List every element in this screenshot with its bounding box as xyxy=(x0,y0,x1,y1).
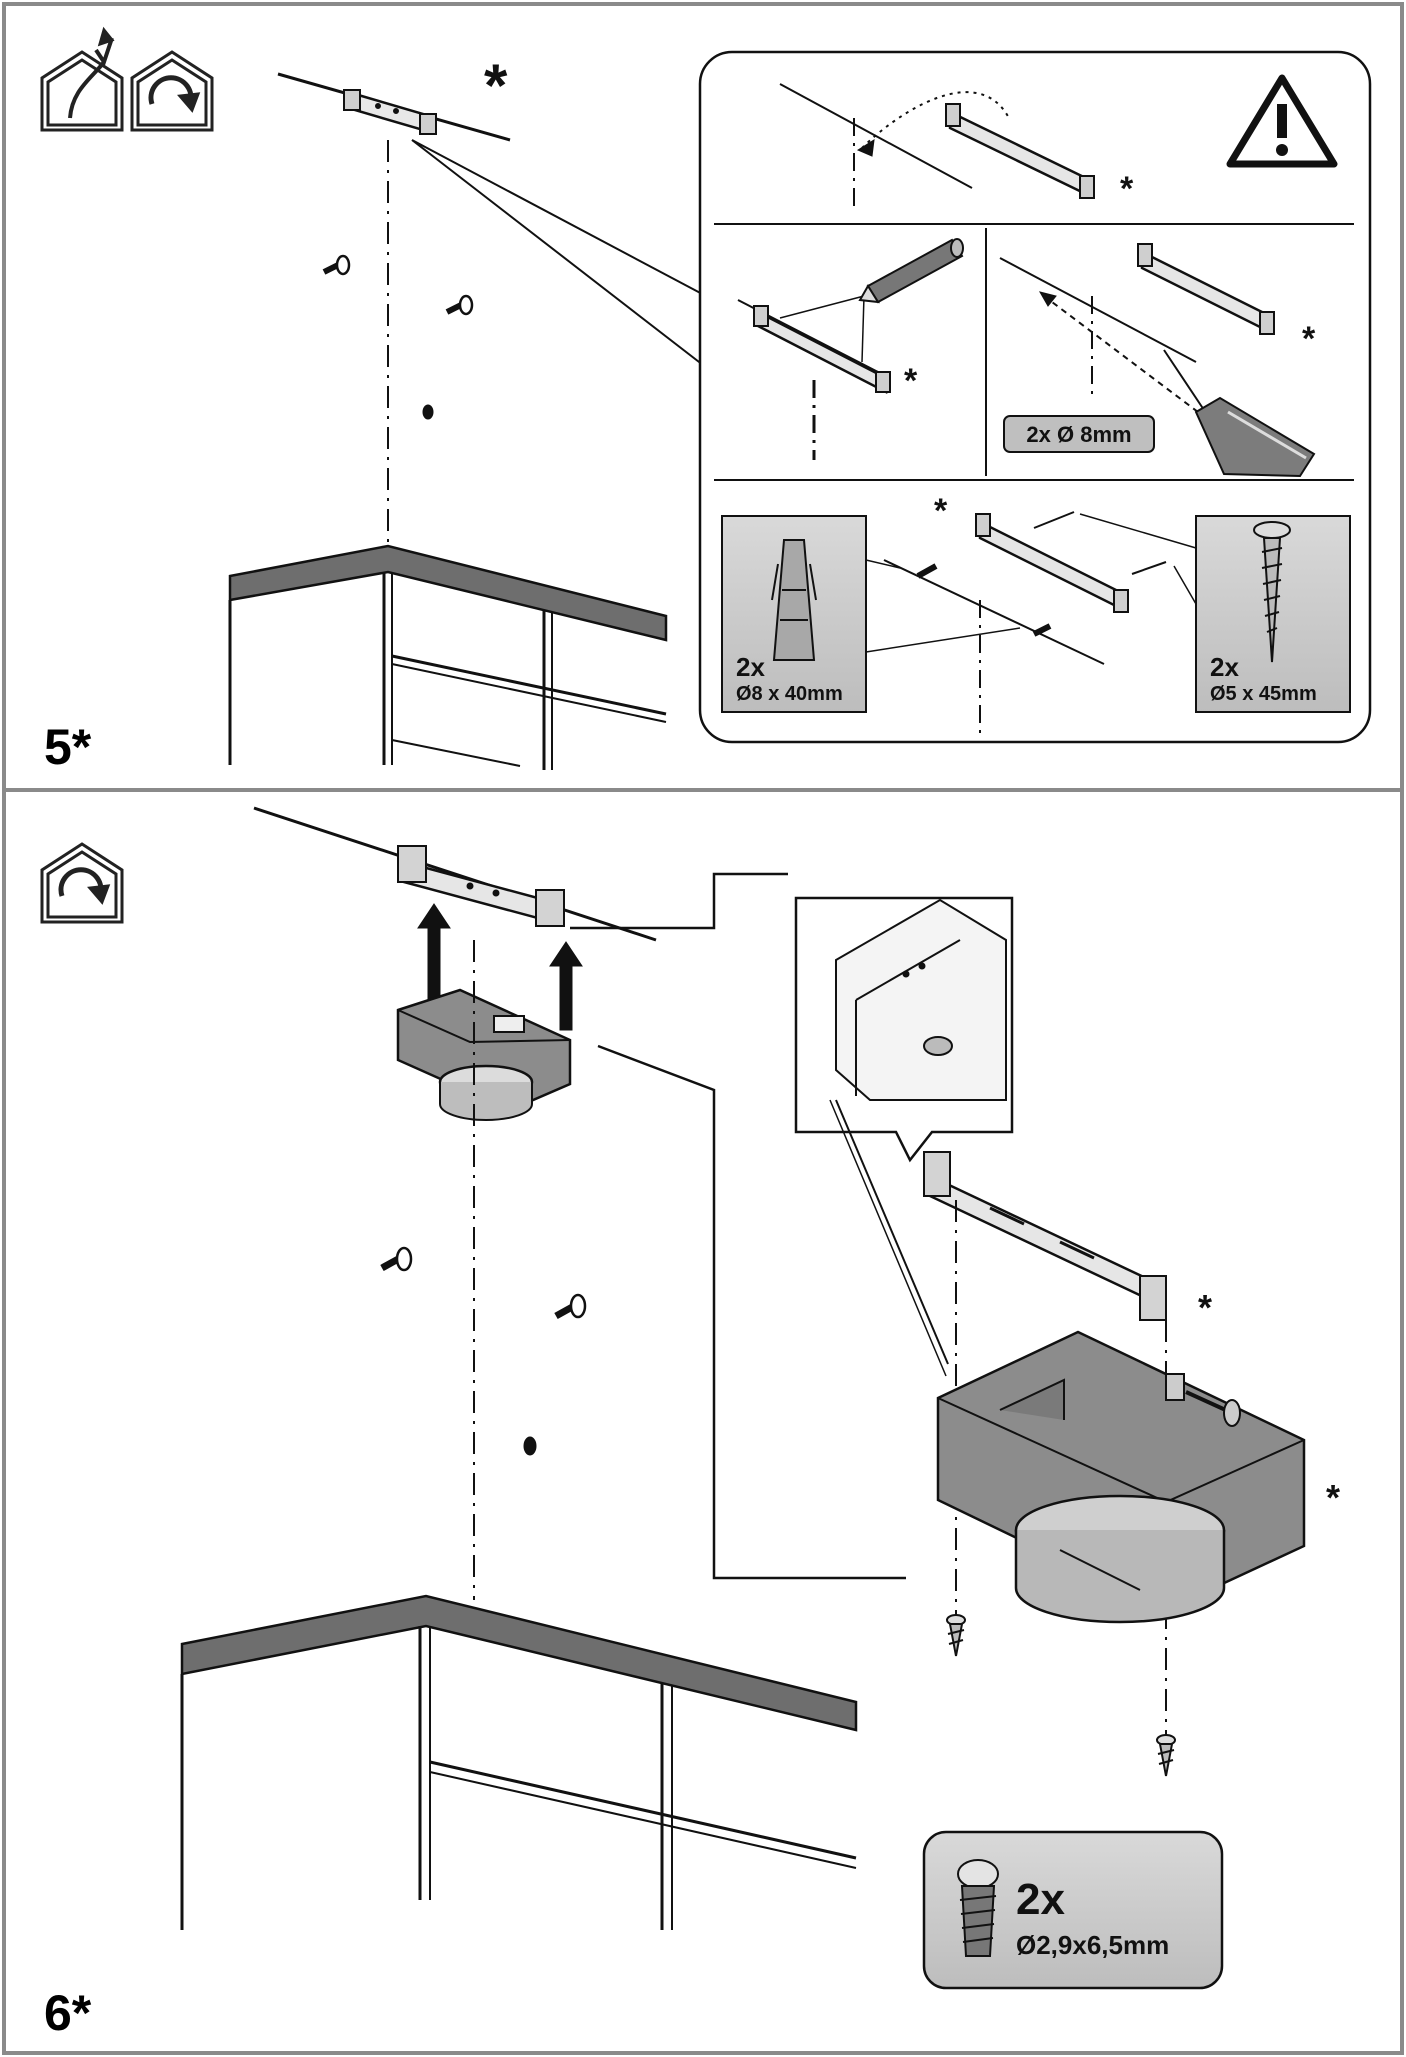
wall-cabinet xyxy=(180,1594,858,1930)
wall-screw-icon xyxy=(380,1246,413,1272)
mounting-bracket xyxy=(343,89,437,135)
inset-align-bracket xyxy=(779,83,1095,210)
inset-asterisk: * xyxy=(934,492,948,530)
step6-screw-size: Ø2,9x6,5mm xyxy=(1016,1930,1169,1960)
small-screw-icon xyxy=(1156,1734,1176,1777)
wall-screw-icon xyxy=(322,254,351,276)
inset-fixing xyxy=(721,511,1351,740)
wood-screw-icon xyxy=(1253,521,1291,663)
inset-drilling xyxy=(999,243,1316,478)
step6-detail-inset xyxy=(794,896,1014,1377)
step6-exploded-assembly xyxy=(923,1151,1306,1777)
mounting-bracket xyxy=(923,1151,1167,1321)
wall-plug-icon xyxy=(771,539,817,661)
warning-icon xyxy=(1226,74,1338,168)
step6-screw-qty: 2x xyxy=(1016,1875,1065,1924)
step6-screw-badge: 2x Ø2,9x6,5mm xyxy=(922,1830,1224,1990)
wall-screw-icon xyxy=(445,294,474,316)
plug-size: Ø8 x 40mm xyxy=(736,683,843,705)
inset-marking xyxy=(737,238,964,460)
step6-wall-scene xyxy=(180,806,906,1930)
step6-number: 6* xyxy=(44,1985,92,2041)
small-screw-icon xyxy=(946,1614,966,1657)
screw-size: Ø5 x 45mm xyxy=(1210,683,1317,705)
recirculation-mode-icon xyxy=(130,50,214,132)
drill-size-badge: 2x Ø 8mm xyxy=(1003,415,1155,453)
mounting-bracket xyxy=(397,845,565,927)
small-screw-icon xyxy=(957,1859,999,1957)
wall-screw-icon xyxy=(554,1293,587,1320)
screw-qty: 2x xyxy=(1210,652,1239,682)
inset-asterisk: * xyxy=(904,362,918,400)
deflector-asterisk: * xyxy=(1326,1477,1340,1518)
recirculation-mode-icon xyxy=(40,842,124,924)
air-deflector xyxy=(396,988,572,1121)
inset-asterisk: * xyxy=(1120,170,1134,208)
step5-asterisk: * xyxy=(484,52,508,119)
wall-cabinet xyxy=(228,544,668,770)
air-deflector xyxy=(936,1330,1306,1624)
exhaust-air-mode-icon xyxy=(40,26,124,132)
step5-number: 5* xyxy=(44,719,92,775)
drill-icon xyxy=(1163,349,1316,478)
bracket-asterisk: * xyxy=(1198,1287,1212,1328)
pencil-icon xyxy=(858,238,964,304)
step6-panel xyxy=(2,788,1404,2055)
drill-hole-icon xyxy=(422,404,434,420)
drill-hole-icon xyxy=(523,1436,537,1456)
plug-qty: 2x xyxy=(736,652,765,682)
inset-asterisk: * xyxy=(1302,320,1316,358)
step5-wall-scene xyxy=(228,72,713,770)
svg-text:2x Ø 8mm: 2x Ø 8mm xyxy=(1026,422,1131,447)
